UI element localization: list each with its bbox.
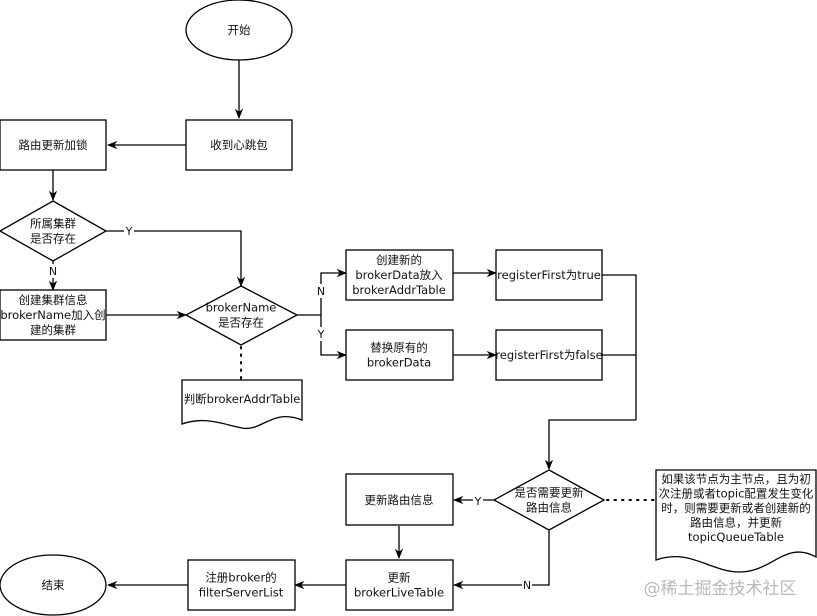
node-update-route[interactable]: 更新路由信息 xyxy=(345,473,454,526)
node-text-line: 次注册或者topic配置发生变化 xyxy=(659,487,814,501)
node-cluster-exists[interactable]: 所属集群是否存在 xyxy=(0,200,108,262)
node-text-line: 是否存在 xyxy=(30,232,76,246)
node-text-line: 判断brokerAddrTable xyxy=(184,392,301,406)
label-broker-no: N xyxy=(316,284,326,298)
node-text-line: 所属集群 xyxy=(30,217,76,231)
edge-need-update-no xyxy=(452,530,550,590)
node-text: registerFirst为false xyxy=(495,348,602,362)
node-note[interactable]: 如果该节点为主节点，且为初次注册或者topic配置发生变化时，则需要更新或者创建… xyxy=(655,469,817,573)
node-text-line: 路由信息 xyxy=(526,501,572,515)
node-text-line: topicQueueTable xyxy=(688,530,784,544)
node-text-line: 替换原有的 xyxy=(370,341,428,355)
node-text-line: brokerData xyxy=(367,356,431,370)
node-text-line: 创建集群信息 xyxy=(19,293,88,307)
node-text-line: filterServerList xyxy=(199,586,284,600)
node-text: 更新路由信息 xyxy=(365,493,434,507)
label-cluster-no: N xyxy=(48,264,58,278)
node-judge-table[interactable]: 判断brokerAddrTable xyxy=(181,379,303,430)
svg-text:N: N xyxy=(317,285,325,298)
node-text: 结束 xyxy=(42,578,65,592)
label-update-yes: Y xyxy=(473,494,483,508)
svg-text:Y: Y xyxy=(125,225,133,238)
node-text: 收到心跳包 xyxy=(210,138,268,152)
node-text: registerFirst为true xyxy=(497,268,601,282)
node-receive-heartbeat[interactable]: 收到心跳包 xyxy=(185,119,293,171)
node-text: 所属集群是否存在 xyxy=(30,217,76,246)
node-text-line: brokerLiveTable xyxy=(354,586,444,600)
svg-text:N: N xyxy=(523,579,531,592)
node-text-line: brokerName xyxy=(206,301,277,315)
edge-cluster-yes xyxy=(106,230,246,288)
node-text-line: brokerName加入创 xyxy=(0,308,105,322)
node-text-line: registerFirst为true xyxy=(497,268,601,282)
node-start[interactable]: 开始 xyxy=(185,0,293,61)
edge-merge-to-need-update xyxy=(544,419,636,471)
node-text-line: 创建新的 xyxy=(376,253,422,267)
label-update-no: N xyxy=(522,578,532,592)
label-cluster-yes: Y xyxy=(124,224,134,238)
node-text-line: 收到心跳包 xyxy=(210,138,268,152)
node-text-line: 更新路由信息 xyxy=(365,493,434,507)
svg-text:Y: Y xyxy=(474,495,482,508)
node-text-line: 路由更新加锁 xyxy=(19,138,88,152)
node-text-line: 更新 xyxy=(388,571,411,585)
node-text-line: brokerData放入 xyxy=(355,268,443,282)
node-text-line: brokerAddrTable xyxy=(352,283,446,297)
label-broker-yes: Y xyxy=(316,327,326,341)
node-text: 开始 xyxy=(228,23,251,37)
node-text-line: 路由信息，并更新 xyxy=(690,516,782,530)
edge-broker-no xyxy=(320,268,348,315)
node-register-false[interactable]: registerFirst为false xyxy=(495,329,603,381)
node-text-line: 开始 xyxy=(228,23,251,37)
node-need-update[interactable]: 是否需要更新路由信息 xyxy=(492,469,606,531)
watermark: @稀土掘金技术社区 xyxy=(644,579,797,599)
node-text-line: 是否存在 xyxy=(218,316,264,330)
svg-text:Y: Y xyxy=(317,328,325,341)
node-text-line: 建的集群 xyxy=(30,323,76,337)
node-text: 是否需要更新路由信息 xyxy=(515,486,584,515)
node-end[interactable]: 结束 xyxy=(0,554,107,616)
node-text-line: 是否需要更新 xyxy=(515,486,584,500)
node-text-line: 时，则需要更新或者创建新的 xyxy=(661,501,811,515)
node-text-line: 注册broker的 xyxy=(205,571,276,585)
node-lock-route[interactable]: 路由更新加锁 xyxy=(0,119,107,171)
node-text-line: registerFirst为false xyxy=(495,348,602,362)
node-register-true[interactable]: registerFirst为true xyxy=(495,249,603,301)
node-text-line: 如果该节点为主节点，且为初 xyxy=(661,472,811,486)
node-text: 路由更新加锁 xyxy=(19,138,88,152)
edge-true-merge xyxy=(602,274,637,420)
node-text: 如果该节点为主节点，且为初次注册或者topic配置发生变化时，则需要更新或者创建… xyxy=(659,472,814,544)
node-text: 判断brokerAddrTable xyxy=(184,392,301,406)
svg-text:N: N xyxy=(49,265,57,278)
node-text-line: 结束 xyxy=(42,578,65,592)
